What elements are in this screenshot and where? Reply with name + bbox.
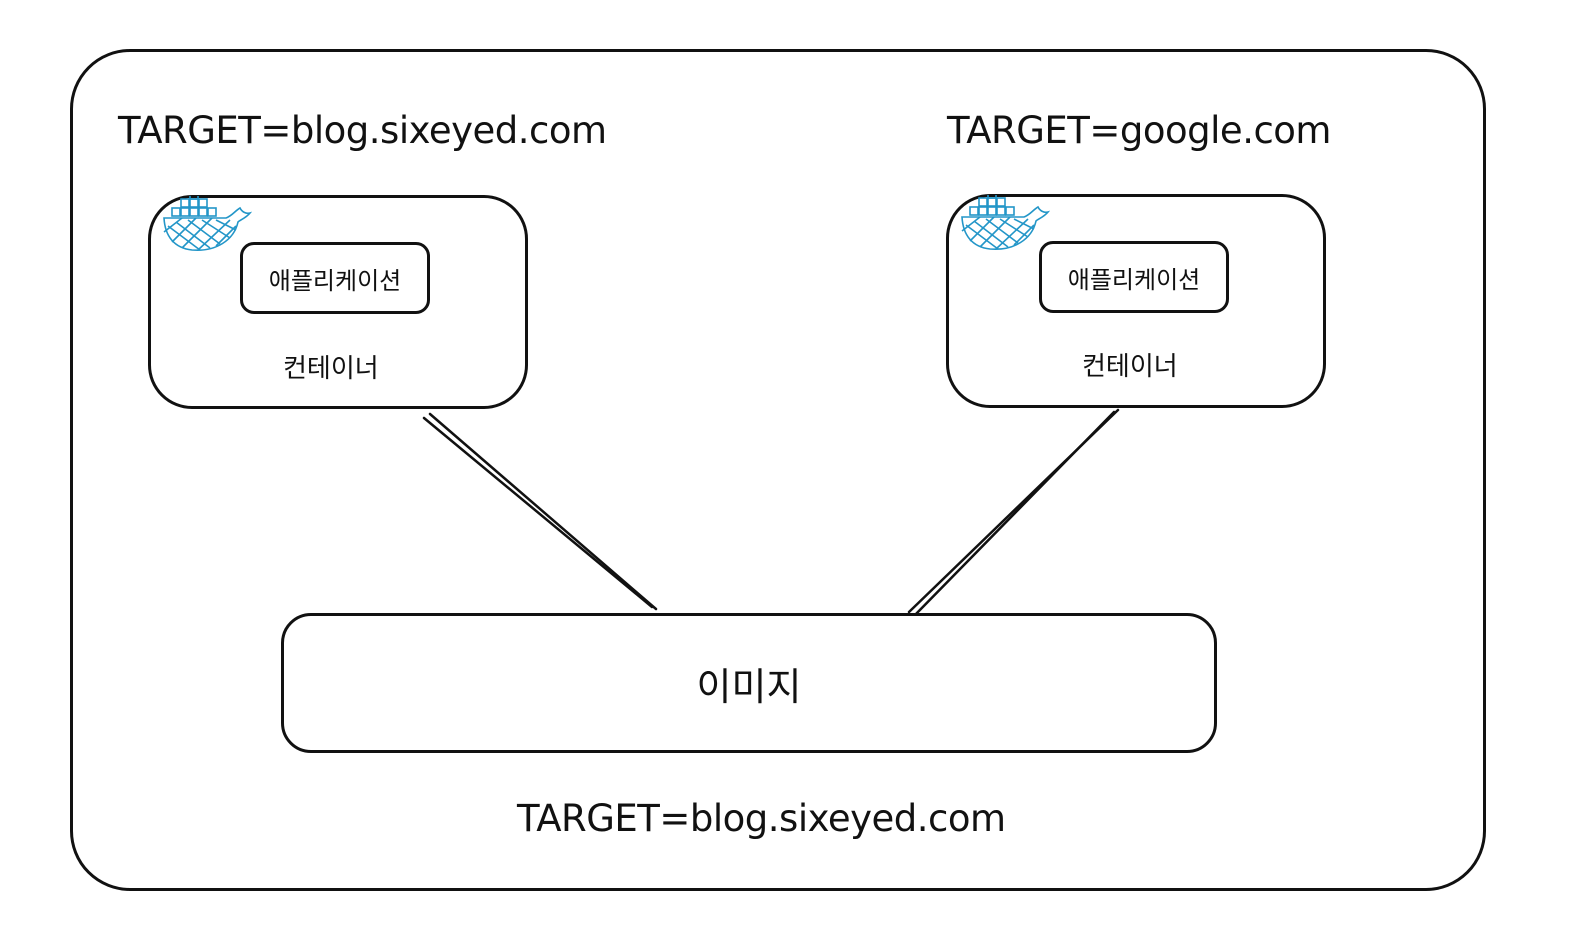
env-label-image: TARGET=blog.sixeyed.com bbox=[517, 797, 1006, 840]
docker-whale-icon bbox=[961, 195, 1050, 250]
image-label: 이미지 bbox=[696, 664, 802, 709]
app-box-left: 애플리케이션 bbox=[240, 242, 430, 314]
env-label-left: TARGET=blog.sixeyed.com bbox=[118, 109, 607, 152]
container-label-right: 컨테이너 bbox=[1082, 352, 1178, 382]
docker-whale-icon bbox=[163, 196, 252, 251]
app-box-right: 애플리케이션 bbox=[1039, 241, 1229, 313]
image-box: 이미지 bbox=[281, 613, 1217, 753]
env-label-right: TARGET=google.com bbox=[947, 109, 1331, 152]
app-label: 애플리케이션 bbox=[268, 266, 402, 295]
diagram-frame bbox=[70, 49, 1486, 891]
app-label: 애플리케이션 bbox=[1067, 265, 1201, 294]
container-label-left: 컨테이너 bbox=[283, 354, 379, 384]
